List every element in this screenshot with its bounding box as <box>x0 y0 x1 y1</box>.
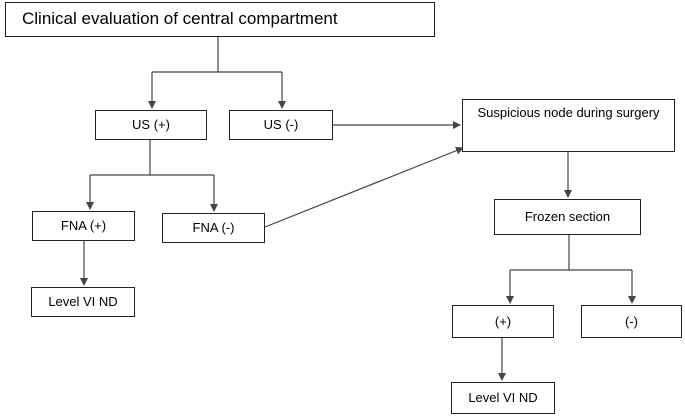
fna-negative-label: FNA (-) <box>192 220 235 236</box>
fna-positive-box: FNA (+) <box>32 211 135 241</box>
frozen-section-box: Frozen section <box>494 199 641 235</box>
clinical-evaluation-label: Clinical evaluation of central compartme… <box>22 9 338 29</box>
frozen-section-label: Frozen section <box>524 209 611 225</box>
us-positive-box: US (+) <box>95 110 207 140</box>
level-vi-nd-right-label: Level VI ND <box>468 390 538 406</box>
suspicious-node-box: Suspicious node during surgery <box>462 99 675 152</box>
suspicious-node-label: Suspicious node during surgery <box>477 105 660 120</box>
frozen-negative-box: (-) <box>581 305 682 338</box>
fna-positive-label: FNA (+) <box>60 218 107 234</box>
fna-negative-box: FNA (-) <box>162 213 265 243</box>
level-vi-nd-left-box: Level VI ND <box>31 287 135 317</box>
level-vi-nd-right-box: Level VI ND <box>451 382 555 414</box>
us-negative-label: US (-) <box>263 117 299 133</box>
us-positive-label: US (+) <box>132 117 170 133</box>
frozen-negative-label: (-) <box>625 313 638 329</box>
arrow-fna-negative-to-suspicious <box>264 146 464 228</box>
us-negative-box: US (-) <box>229 110 333 140</box>
frozen-positive-box: (+) <box>452 305 554 338</box>
level-vi-nd-left-label: Level VI ND <box>48 294 118 310</box>
frozen-positive-label: (+) <box>494 313 512 329</box>
clinical-evaluation-box: Clinical evaluation of central compartme… <box>5 2 435 37</box>
